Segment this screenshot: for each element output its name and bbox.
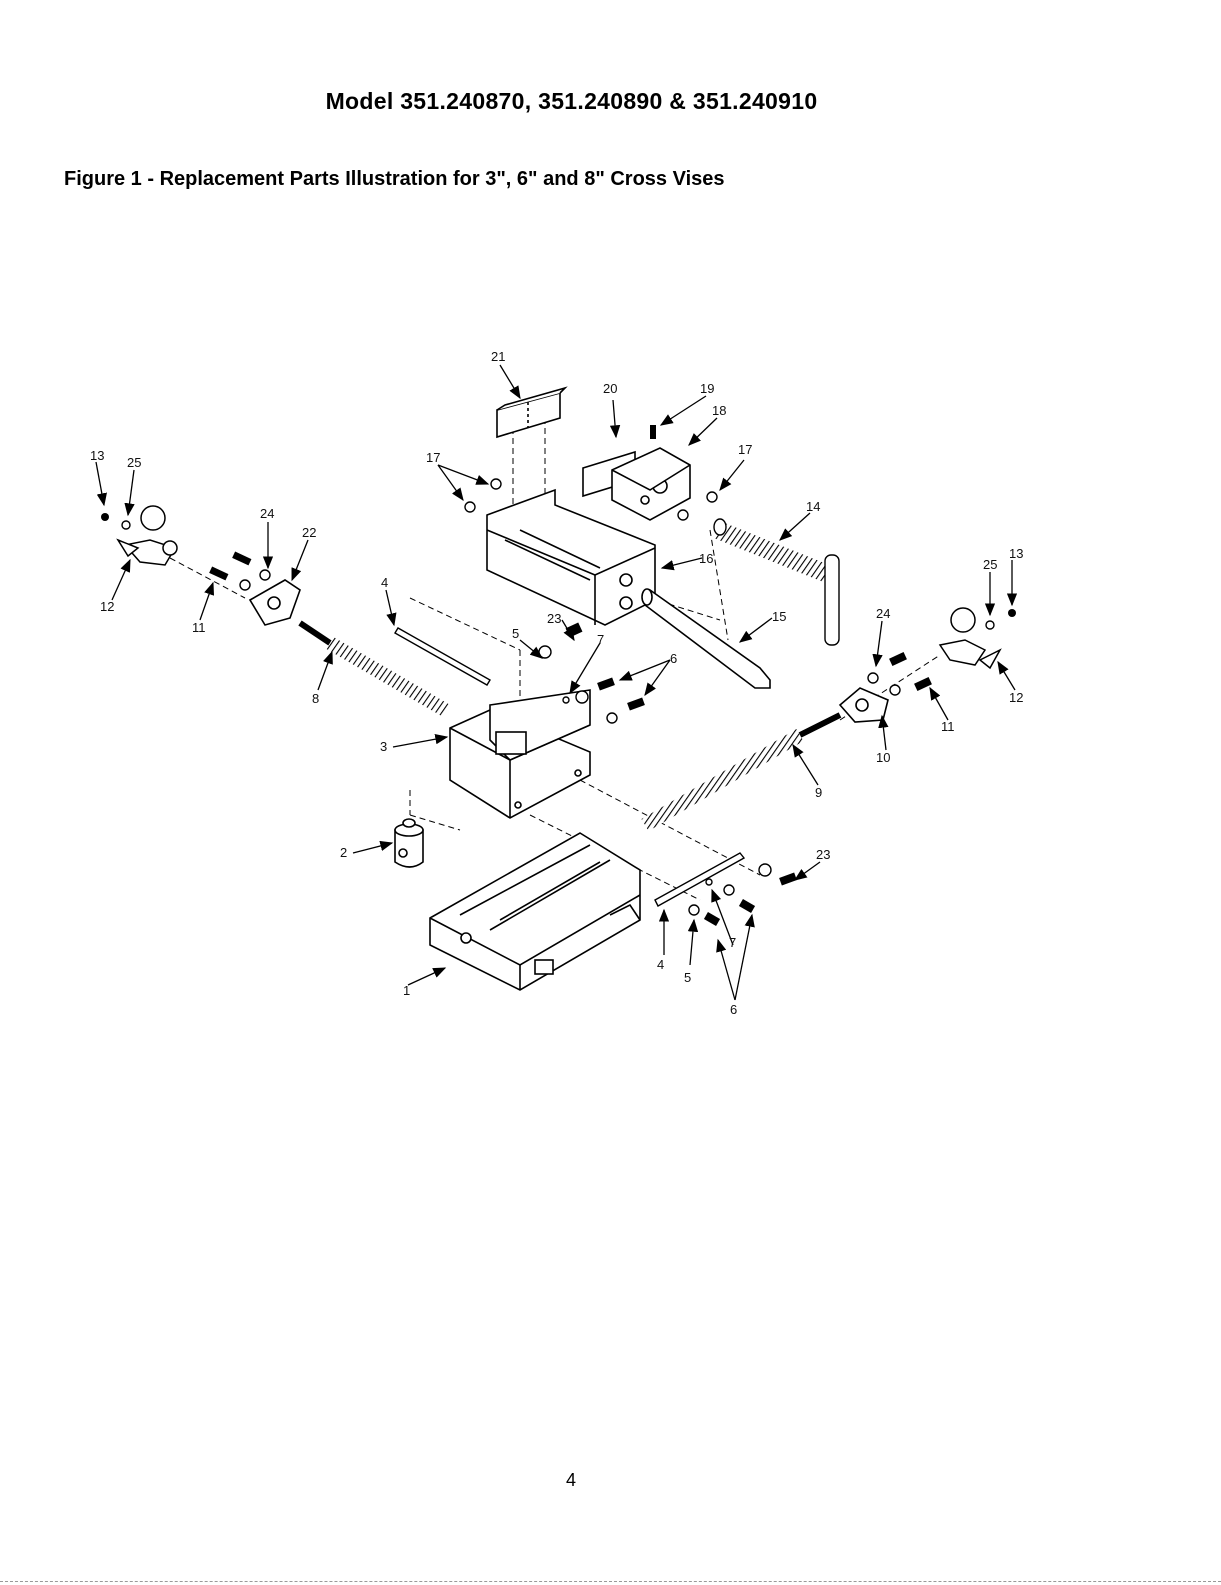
callout-25a: 25: [127, 455, 141, 470]
callout-2: 2: [340, 845, 347, 860]
callout-12b: 12: [1009, 690, 1023, 705]
callout-25b: 25: [983, 557, 997, 572]
callout-7b: 7: [729, 935, 736, 950]
callout-5a: 5: [512, 626, 519, 641]
part-8-screw-rod-icon: [300, 623, 445, 710]
part-1-base-icon: [430, 833, 640, 990]
callout-15: 15: [772, 609, 786, 624]
callout-1: 1: [403, 983, 410, 998]
callout-8: 8: [312, 691, 319, 706]
part-3-slide-icon: [450, 690, 590, 818]
callout-10: 10: [876, 750, 890, 765]
callout-23a: 23: [547, 611, 561, 626]
callout-14: 14: [806, 499, 820, 514]
callout-18: 18: [712, 403, 726, 418]
callout-12a: 12: [100, 599, 114, 614]
callout-6a: 6: [670, 651, 677, 666]
callout-4b: 4: [657, 957, 664, 972]
callout-11a: 11: [192, 620, 206, 635]
callout-22: 22: [302, 525, 316, 540]
callout-9: 9: [815, 785, 822, 800]
part-22-bracket-icon: [250, 580, 300, 625]
callout-21: 21: [491, 349, 505, 364]
callout-3: 3: [380, 739, 387, 754]
callout-20: 20: [603, 381, 617, 396]
page-number: 4: [566, 1470, 576, 1491]
part-14-lead-screw-icon: [714, 519, 839, 645]
callout-17a: 17: [426, 450, 440, 465]
part-2-nut-icon: [395, 819, 423, 867]
part-9-screw-rod-icon: [645, 715, 840, 825]
callout-13b: 13: [1009, 546, 1023, 561]
callout-11b: 11: [941, 719, 955, 734]
callout-5b: 5: [684, 970, 691, 985]
callout-17b: 17: [738, 442, 752, 457]
callout-13a: 13: [90, 448, 104, 463]
part-19-set-screw-icon: [650, 425, 656, 439]
callout-7a: 7: [597, 632, 604, 647]
callout-24a: 24: [260, 506, 274, 521]
part-21-jaw-plate-icon: [497, 388, 565, 437]
callout-16: 16: [699, 551, 713, 566]
callout-4a: 4: [381, 575, 388, 590]
callout-24b: 24: [876, 606, 890, 621]
callout-6b: 6: [730, 1002, 737, 1017]
callout-19: 19: [700, 381, 714, 396]
bottom-edge-divider: [0, 1581, 1221, 1582]
part-10-bracket-icon: [840, 688, 888, 722]
callout-23b: 23: [816, 847, 830, 862]
